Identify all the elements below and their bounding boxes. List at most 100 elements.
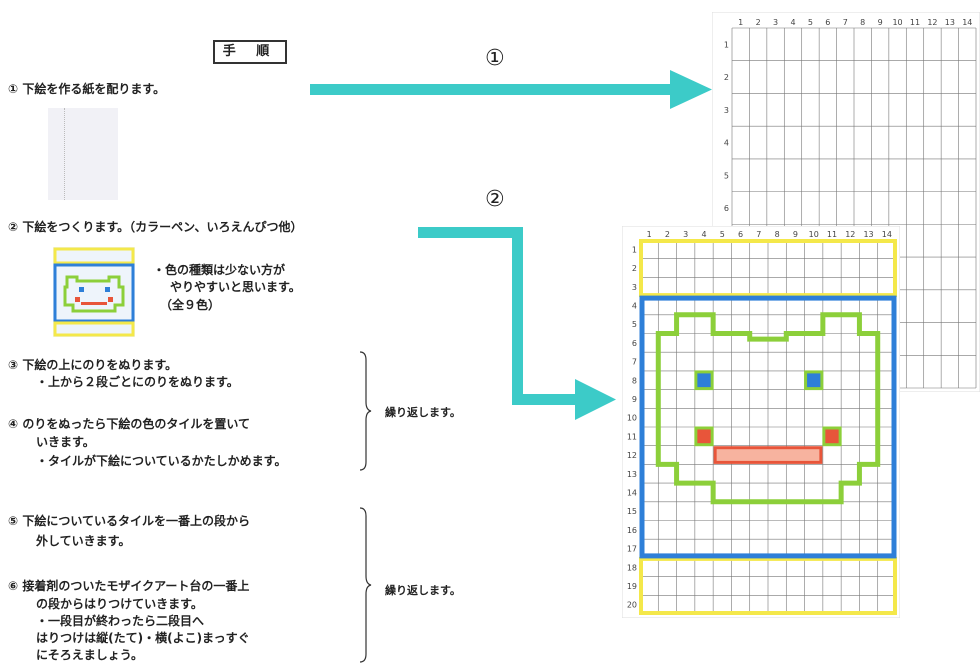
- step-2: ② 下絵をつくります。（カラーペン、いろえんぴつ他）: [8, 219, 302, 236]
- row-number: 2: [632, 264, 637, 273]
- column-number: 7: [756, 230, 761, 239]
- frog-drawing-thumbnail: [53, 247, 135, 337]
- yellow-band-bottom: [639, 556, 897, 615]
- row-number: 6: [632, 339, 637, 348]
- step-text: 接着剤のついたモザイクアート台の一番上: [22, 579, 250, 593]
- frog-eye-right: [804, 370, 824, 391]
- column-number: 10: [892, 18, 902, 27]
- row-number: 14: [627, 488, 637, 497]
- column-number: 1: [647, 230, 652, 239]
- column-number: 2: [665, 230, 670, 239]
- step-4: ④ のりをぬったら下絵の色のタイルを置いて: [8, 416, 250, 433]
- repeat-label-2: 繰り返します。: [385, 584, 461, 597]
- row-number: 12: [627, 451, 637, 460]
- row-number: 9: [632, 395, 637, 404]
- column-number: 5: [720, 230, 725, 239]
- column-number: 6: [825, 18, 830, 27]
- column-number: 5: [808, 18, 813, 27]
- row-number: 17: [627, 545, 637, 554]
- row-number: 4: [724, 139, 729, 148]
- column-number: 11: [910, 18, 920, 27]
- column-number: 4: [790, 18, 795, 27]
- step-number: ⑤: [8, 514, 19, 528]
- note-check-tiles: ・タイルが下絵についているかたしかめます。: [36, 454, 287, 468]
- step-number: ④: [8, 417, 19, 431]
- step-text: 下絵の上にのりをぬります。: [22, 358, 178, 372]
- sheet-background: [622, 226, 900, 618]
- step-6: ⑥ 接着剤のついたモザイクアート台の一番上: [8, 578, 249, 595]
- note-align: はりつけは縦(たて)・横(よこ)まっすぐ: [36, 631, 250, 645]
- page-title: 手 順: [213, 40, 287, 64]
- row-number: 20: [627, 601, 637, 610]
- step-number: ②: [8, 220, 19, 234]
- note-straight: にそろえましょう。: [36, 648, 144, 662]
- row-number: 6: [724, 204, 729, 213]
- step-1: ① 下絵を作る紙を配ります。: [8, 81, 165, 98]
- repeat-label-1: 繰り返します。: [385, 406, 461, 419]
- note-nine-colors: （全９色）: [160, 298, 221, 312]
- frog-mouth: [713, 446, 823, 464]
- column-number: 14: [882, 230, 892, 239]
- column-number: 3: [773, 18, 778, 27]
- step-text: 下絵をつくります。（カラーペン、いろえんぴつ他）: [22, 220, 303, 234]
- row-number: 5: [724, 171, 729, 180]
- brace-left-group-1: [359, 351, 372, 471]
- frog-eye-left: [694, 370, 714, 391]
- frog-outline: [655, 312, 881, 505]
- row-number: 13: [627, 470, 637, 479]
- row-number: 3: [724, 106, 729, 115]
- row-number: 16: [627, 526, 637, 535]
- column-number: 8: [860, 18, 865, 27]
- arrow-one: [310, 70, 712, 109]
- row-number: 2: [724, 73, 729, 82]
- note-easier: やりやすいと思います。: [170, 280, 301, 294]
- column-number: 13: [863, 230, 873, 239]
- column-number: 11: [827, 230, 837, 239]
- column-number: 9: [793, 230, 798, 239]
- column-number: 12: [845, 230, 855, 239]
- row-number: 8: [632, 376, 637, 385]
- column-number: 2: [756, 18, 761, 27]
- row-number: 1: [724, 40, 729, 49]
- brace-left-group-2: [359, 507, 372, 663]
- row-number: 10: [627, 414, 637, 423]
- step-number: ③: [8, 358, 19, 372]
- note-place: いきます。: [36, 435, 95, 449]
- step-text: 下絵についているタイルを一番上の段から: [22, 514, 251, 528]
- column-number: 8: [775, 230, 780, 239]
- note-color-few: ・色の種類は少ない方が: [153, 263, 286, 277]
- column-number: 12: [927, 18, 937, 27]
- row-number: 11: [627, 432, 637, 441]
- column-number: 1: [738, 18, 743, 27]
- row-number: 3: [632, 283, 637, 292]
- step-text: のりをぬったら下絵の色のタイルを置いて: [22, 417, 251, 431]
- column-number: 7: [843, 18, 848, 27]
- blank-sheet-thumbnail: [48, 108, 118, 200]
- step-number: ①: [8, 82, 19, 96]
- column-number: 4: [701, 230, 706, 239]
- blue-background-border: [639, 295, 897, 559]
- frog-cheek-right: [822, 426, 842, 447]
- column-number: 10: [809, 230, 819, 239]
- step-3: ③ 下絵の上にのりをぬります。: [8, 357, 177, 374]
- column-number: 13: [945, 18, 955, 27]
- marker-two: ②: [485, 187, 505, 212]
- note-next-row: ・一段目が終わったら二段目へ: [36, 614, 205, 628]
- frog-cheek-left: [694, 426, 714, 447]
- column-number: 9: [878, 18, 883, 27]
- row-number: 18: [627, 563, 637, 572]
- yellow-band-top: [639, 239, 897, 298]
- column-number: 3: [683, 230, 688, 239]
- step-5: ⑤ 下絵についているタイルを一番上の段から: [8, 513, 250, 530]
- note-stick: の段からはりつけていきます。: [36, 597, 203, 611]
- row-number: 1: [632, 245, 637, 254]
- row-number: 7: [632, 358, 637, 367]
- arrow-two: [418, 227, 616, 420]
- row-number: 5: [632, 320, 637, 329]
- column-number: 6: [738, 230, 743, 239]
- row-number: 4: [632, 301, 637, 310]
- row-number: 19: [627, 582, 637, 591]
- step-number: ⑥: [8, 579, 19, 593]
